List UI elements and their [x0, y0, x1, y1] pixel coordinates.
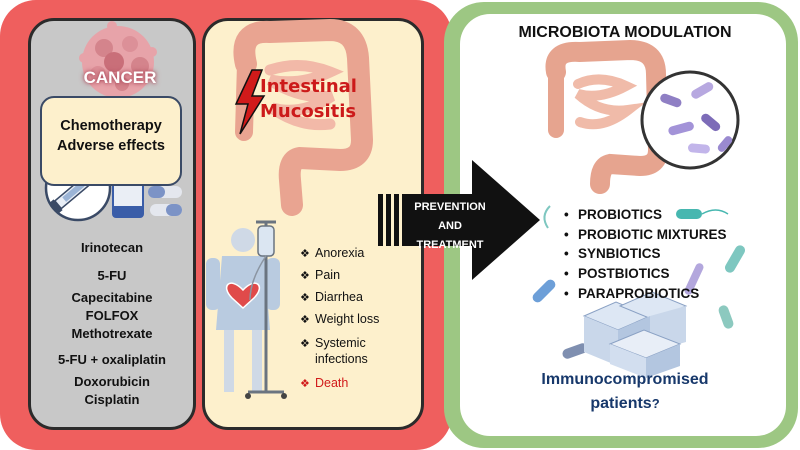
microbiota-title: MICROBIOTA MODULATION	[518, 24, 732, 41]
bullet-icon: •	[564, 246, 569, 261]
bullet-icon: •	[564, 266, 569, 281]
symptom-label: Systemic	[315, 336, 366, 350]
diamond-bullet-icon: ❖	[300, 378, 310, 390]
diamond-bullet-icon: ❖	[300, 338, 310, 350]
symptom-item: ❖ Systemic	[300, 336, 366, 350]
diamond-bullet-icon: ❖	[300, 292, 310, 304]
symptom-label: Death	[315, 376, 349, 390]
drug-item: Cisplatin	[84, 392, 140, 407]
patients-text: patients	[590, 395, 652, 412]
modulation-label: POSTBIOTICS	[578, 266, 670, 281]
modulation-label: PROBIOTICS	[578, 207, 663, 222]
drug-item: 5-FU	[97, 268, 127, 283]
bullet-icon: •	[564, 207, 569, 222]
mucositis-title: Mucositis	[260, 101, 357, 122]
symptom-label: Weight loss	[315, 312, 380, 326]
symptom-item: ❖ Anorexia	[300, 246, 364, 260]
patients-label: patients?	[470, 395, 780, 413]
question-mark: ?	[651, 396, 660, 411]
symptom-label: Diarrhea	[315, 290, 363, 304]
arrow-line: AND	[438, 220, 462, 232]
symptom-label: Pain	[315, 268, 341, 282]
bullet-icon: •	[564, 227, 569, 242]
diamond-bullet-icon: ❖	[300, 248, 310, 260]
drug-item: 5-FU + oxaliplatin	[58, 352, 166, 367]
drug-item: FOLFOX	[85, 308, 139, 323]
drug-item: Capecitabine	[71, 290, 153, 305]
arrow-line: TREATMENT	[416, 239, 484, 251]
symptom-item-death: ❖ Death	[300, 376, 348, 390]
modulation-item: • POSTBIOTICS	[564, 266, 670, 281]
modulation-label: SYNBIOTICS	[578, 246, 661, 261]
modulation-item: • PROBIOTIC MIXTURES	[564, 227, 727, 242]
modulation-item: • PROBIOTICS	[564, 207, 662, 222]
adverse-effects-label: Adverse effects	[57, 138, 165, 154]
modulation-item: • PARAPROBIOTICS	[564, 286, 699, 301]
drug-item: Methotrexate	[71, 326, 153, 341]
symptom-label-continued: infections	[315, 352, 368, 366]
immunocompromised-label: Immunocompromised	[541, 371, 709, 388]
cancer-label: CANCER	[83, 68, 157, 87]
intestinal-title: Intestinal	[260, 76, 357, 97]
chemotherapy-box	[40, 96, 182, 186]
chemotherapy-label: Chemotherapy	[60, 118, 162, 134]
modulation-item: • SYNBIOTICS	[564, 246, 661, 261]
prevention-treatment-label: PREVENTION AND TREATMENT	[402, 198, 498, 255]
arrow-line: PREVENTION	[414, 201, 486, 213]
symptom-item: ❖ Weight loss	[300, 312, 379, 326]
drug-item: Doxorubicin	[74, 374, 150, 389]
diamond-bullet-icon: ❖	[300, 314, 310, 326]
diamond-bullet-icon: ❖	[300, 270, 310, 282]
symptom-item: ❖ Diarrhea	[300, 290, 363, 304]
modulation-label: PROBIOTIC MIXTURES	[578, 227, 727, 242]
drug-item: Irinotecan	[80, 240, 144, 255]
bullet-icon: •	[564, 286, 569, 301]
symptom-item: ❖ Pain	[300, 268, 340, 282]
symptom-label: Anorexia	[315, 246, 365, 260]
modulation-label: PARAPROBIOTICS	[578, 286, 700, 301]
